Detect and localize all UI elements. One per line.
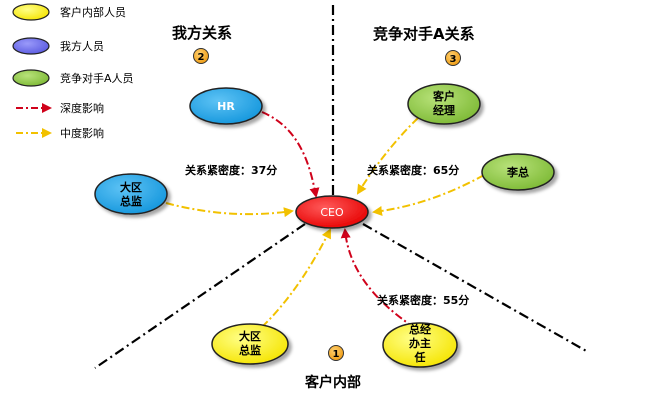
node-gm-office-director-line1: 总经	[409, 322, 431, 336]
node-region-director-client: 大区 总监	[211, 323, 289, 365]
node-region-director-ours-line1: 大区	[120, 180, 142, 194]
legend-client-label: 客户内部人员	[60, 5, 126, 19]
node-account-manager: 客户 经理	[407, 83, 481, 125]
node-gm-office-director-line3: 任	[414, 350, 426, 364]
density-label-competitor: 关系紧密度：65分	[367, 163, 459, 177]
node-region-director-ours-line2: 总监	[120, 194, 142, 208]
badge-competitor-number: 3	[450, 54, 457, 65]
legend-competitor-label: 竞争对手A人员	[60, 71, 134, 85]
node-gm-office-director: 总经 办主 任	[382, 322, 458, 368]
arrow-account-manager-to-ceo	[356, 117, 419, 195]
badge-client-number: 1	[333, 349, 340, 360]
node-account-manager-line1: 客户	[432, 89, 455, 103]
arrow-li-zong-to-ceo	[372, 174, 485, 216]
arrow-gm-office-to-ceo	[340, 228, 416, 329]
arrow-region-director-ours-to-ceo	[165, 202, 294, 218]
badge-ours-number: 2	[198, 52, 205, 63]
node-ceo: CEO	[295, 195, 369, 229]
density-label-client: 关系紧密度：55分	[377, 293, 469, 307]
legend-ours-swatch	[12, 37, 50, 55]
node-hr: HR	[189, 87, 263, 125]
legend-competitor-swatch	[12, 69, 50, 87]
badge-competitor	[445, 50, 461, 66]
section-title-client: 客户内部	[304, 374, 361, 391]
density-label-ours: 关系紧密度：37分	[185, 163, 277, 177]
section-title-ours: 我方关系	[172, 24, 232, 42]
section-title-competitor: 竞争对手A关系	[373, 25, 475, 43]
node-region-director-ours: 大区 总监	[94, 173, 168, 215]
node-li-zong: 李总	[481, 153, 555, 191]
arrow-hr-to-ceo	[261, 111, 320, 198]
legend: 客户内部人员 我方人员 竞争对手A人员 深度影响 中度影响	[12, 3, 134, 140]
legend-medium-label: 中度影响	[60, 126, 104, 140]
legend-deep-label: 深度影响	[60, 101, 104, 115]
node-account-manager-line2: 经理	[433, 103, 455, 117]
node-ceo-label: CEO	[320, 206, 344, 219]
divider-right	[362, 223, 589, 353]
badge-client	[328, 345, 344, 361]
badge-ours	[193, 48, 209, 64]
legend-ours-label: 我方人员	[60, 39, 104, 53]
node-gm-office-director-line2: 办主	[409, 336, 431, 350]
node-li-zong-label: 李总	[506, 165, 529, 179]
legend-client-swatch	[12, 3, 50, 21]
node-hr-label: HR	[217, 100, 235, 113]
arrow-region-director-client-to-ceo	[261, 228, 331, 328]
node-region-director-client-line1: 大区	[239, 329, 261, 343]
divider-left	[94, 223, 306, 369]
node-region-director-client-line2: 总监	[239, 343, 261, 357]
